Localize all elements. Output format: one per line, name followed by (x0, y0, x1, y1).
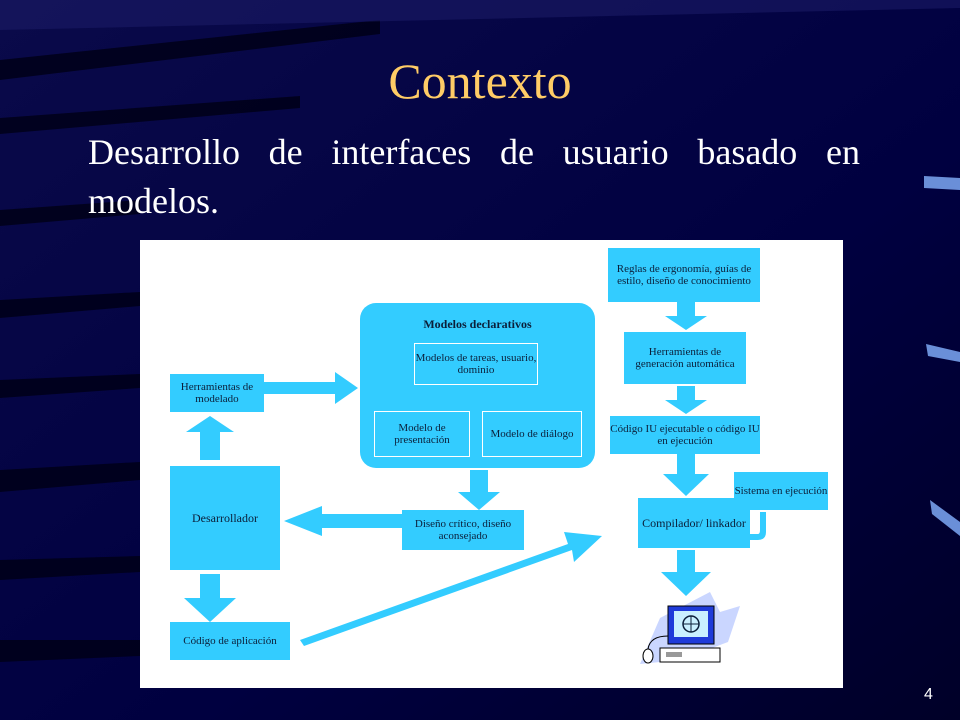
modeling-tools-box: Herramientas de modelado (170, 374, 264, 412)
slide-title: Contexto (388, 53, 572, 109)
generation-tools-box: Herramientas de generación automática (624, 332, 746, 384)
arrow-compiler-to-pc (661, 550, 711, 596)
arrow-gen-to-code (665, 386, 707, 414)
ergonomics-rules-box: Reglas de ergonomía, guías de estilo, di… (608, 248, 760, 302)
ui-code-box: Código IU ejecutable o código IU en ejec… (610, 416, 760, 454)
application-code-box: Código de aplicación (170, 622, 290, 660)
design-critique-box: Diseño crítico, diseño aconsejado (402, 510, 524, 550)
arrow-models-to-critique (458, 470, 500, 510)
arrow-dev-to-code (184, 574, 236, 622)
declarative-models-group: Modelos declarativos Modelos de tareas, … (360, 303, 595, 468)
task-models-box: Modelos de tareas, usuario, dominio (414, 343, 538, 385)
arrow-app-code-to-compiler (300, 532, 602, 646)
dialog-model-box: Modelo de diálogo (482, 411, 582, 457)
arrow-critique-to-dev (284, 506, 402, 536)
declarative-models-title: Modelos declarativos (423, 317, 532, 331)
presentation-model-box: Modelo de presentación (374, 411, 470, 457)
diagram-arrows (184, 302, 766, 664)
arrow-dev-to-tools (186, 416, 234, 460)
arrow-code-to-compiler (663, 454, 709, 496)
computer-icon (640, 592, 740, 664)
arrow-rules-to-gen (665, 302, 707, 330)
developer-box: Desarrollador (170, 466, 280, 570)
compiler-box: Compilador/ linkador (638, 498, 750, 548)
page-number: 4 (924, 686, 933, 703)
runtime-system-box: Sistema en ejecución (734, 472, 828, 510)
arrow-tools-to-models (264, 372, 358, 404)
slide-subtitle: Desarrollo de interfaces de usuario basa… (88, 132, 860, 221)
mbuid-diagram: Herramientas de modelado Desarrollador C… (140, 240, 843, 688)
